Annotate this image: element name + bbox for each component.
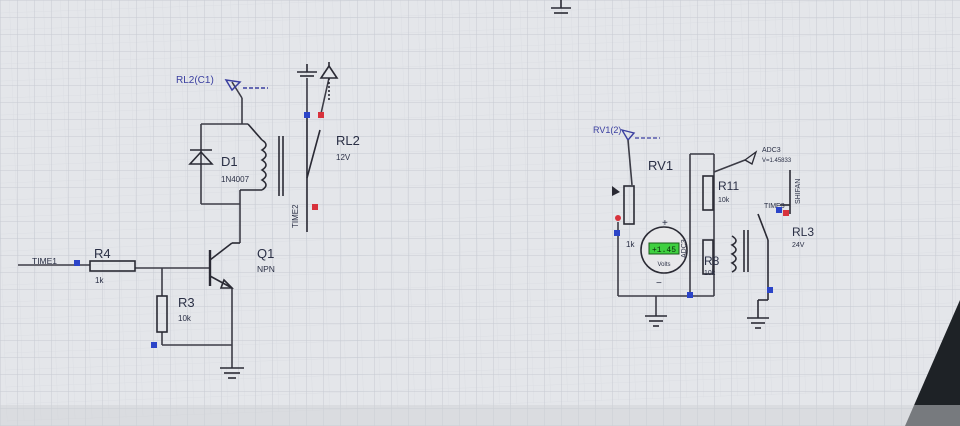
- rv1-ref: RV1: [648, 158, 673, 173]
- rl3-value: 24V: [792, 242, 805, 249]
- probe-dot[interactable]: [615, 215, 621, 221]
- r8-ref: R8: [704, 254, 720, 268]
- relay-ref: RL2: [336, 133, 360, 148]
- relay-coil-rl3[interactable]: [730, 230, 749, 273]
- resistor-r11[interactable]: [702, 175, 714, 211]
- relay-contacts[interactable]: [306, 78, 330, 232]
- contact-label-a: TIME3: [764, 203, 785, 210]
- voltmeter-unit: Volts: [657, 262, 670, 268]
- resistor-r4[interactable]: [89, 260, 136, 272]
- r4-ref: R4: [94, 246, 111, 261]
- rv1-value: 1k: [626, 240, 635, 249]
- ground-symbol: [551, 0, 571, 14]
- relay-value: 12V: [336, 153, 351, 162]
- ground-bar-symbol: [297, 64, 317, 77]
- pin-marker-red[interactable]: [783, 210, 789, 216]
- diode-value: 1N4007: [221, 175, 250, 184]
- adc-voltage: V=1.45833: [762, 158, 792, 164]
- q1-ref: Q1: [257, 246, 274, 261]
- right-circuit: RV1(2) RV1 1k +1.45 Volts + −: [593, 125, 814, 329]
- relay-terminal-label: RL2(C1): [176, 75, 214, 86]
- ground-symbol: [747, 317, 769, 329]
- terminal-arrow: [620, 128, 660, 186]
- relay-coil-rl2[interactable]: [240, 123, 284, 196]
- diode-d1[interactable]: [188, 149, 214, 165]
- r11-ref: R11: [718, 179, 739, 193]
- vcc-arrow-symbol: [319, 62, 339, 79]
- pin-marker[interactable]: [151, 342, 157, 348]
- ground-symbol: [645, 315, 667, 327]
- pin-marker[interactable]: [687, 292, 693, 298]
- pin-marker[interactable]: [614, 230, 620, 236]
- potentiometer-rv1[interactable]: [623, 185, 635, 225]
- relay-terminal-arrow: [224, 79, 268, 99]
- contact-label-b: SHIFAN: [795, 179, 802, 204]
- r11-value: 10k: [718, 197, 730, 204]
- voltmeter-reading: +1.45: [652, 246, 676, 255]
- pin-marker[interactable]: [304, 112, 310, 118]
- ground-symbol: [220, 367, 244, 379]
- resistor-r8[interactable]: [702, 239, 714, 275]
- r3-ref: R3: [178, 295, 195, 310]
- voltmeter[interactable]: +1.45 Volts + −: [640, 218, 688, 289]
- pin-marker-red[interactable]: [312, 204, 318, 210]
- relay-contact-label: TIME2: [291, 204, 300, 228]
- rl3-ref: RL3: [792, 225, 814, 239]
- q1-type: NPN: [257, 264, 275, 274]
- r8-value: 10k: [704, 270, 716, 277]
- pin-marker[interactable]: [776, 207, 782, 213]
- plus-sign: +: [662, 218, 668, 229]
- transistor-q1[interactable]: [208, 242, 240, 289]
- adc-terminal-arrow: [743, 150, 758, 165]
- r3-value: 10k: [178, 314, 192, 323]
- adc-label: ADC3: [762, 147, 781, 154]
- minus-sign: −: [656, 278, 662, 289]
- pin-marker-red[interactable]: [318, 112, 324, 118]
- resistor-r3[interactable]: [156, 295, 168, 333]
- adc-tag: ADC3: [681, 239, 688, 258]
- diode-ref: D1: [221, 154, 238, 169]
- screen-edge: [0, 300, 960, 426]
- r4-value: 1k: [95, 276, 104, 285]
- left-circuit: RL2(C1) D1 1N4007 RL2 12V TIME2: [18, 62, 360, 379]
- pot-wiper[interactable]: [612, 186, 620, 196]
- pin-marker[interactable]: [74, 260, 80, 266]
- pin-marker[interactable]: [767, 287, 773, 293]
- input-label: TIME1: [32, 256, 57, 266]
- rv1-terminal-label: RV1(2): [593, 125, 621, 135]
